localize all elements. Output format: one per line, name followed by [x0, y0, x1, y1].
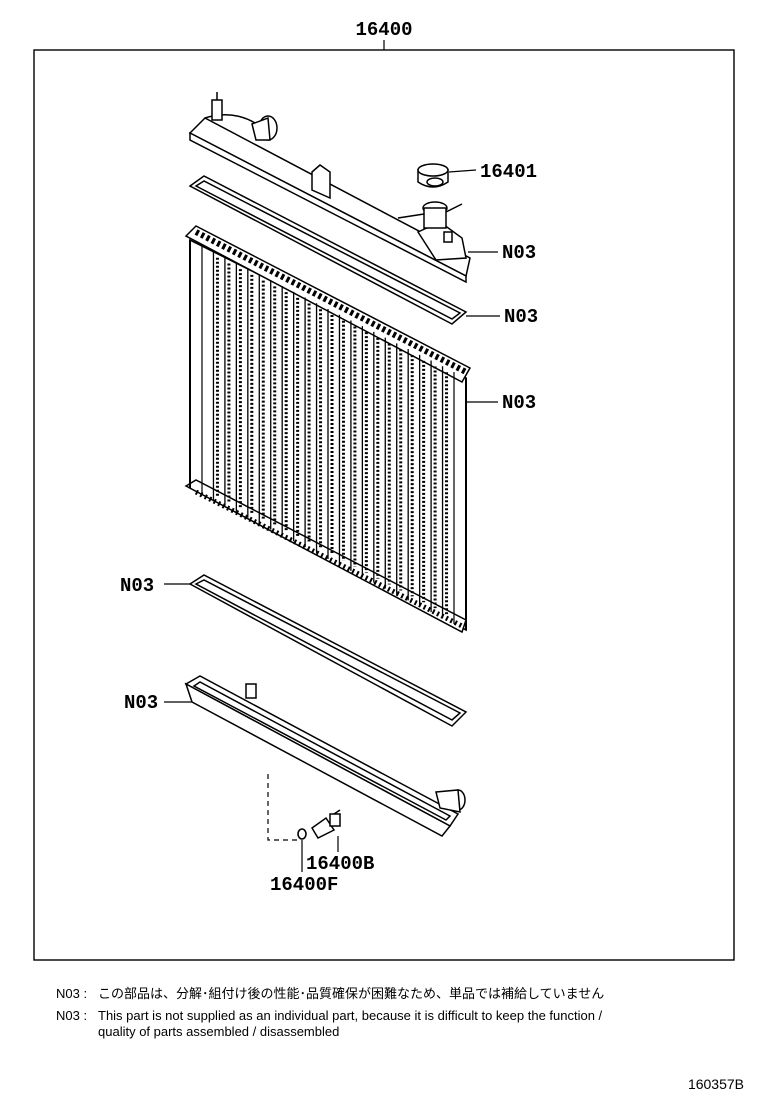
note-english: N03 : This part is not supplied as an ind… [56, 1008, 602, 1024]
core-tubes [212, 251, 449, 619]
note-code: N03 : [56, 986, 88, 1001]
callout-cap: 16401 [480, 161, 537, 183]
lower-gasket [188, 574, 468, 727]
callout-lower-tank: N03 [124, 692, 158, 714]
note-text: This part is not supplied as an individu… [98, 1008, 603, 1023]
radiator-cap [417, 163, 449, 188]
leader-cap [448, 169, 477, 173]
lower-tank [184, 675, 466, 837]
callout-upper-tank: N03 [502, 242, 536, 264]
upper-tank [188, 92, 471, 284]
note-japanese: N03 : この部品は、分解･組付け後の性能･品質確保が困難なため、単品では補給し… [56, 986, 604, 1002]
drain-location-line [267, 774, 300, 841]
diagram-id: 160357B [687, 1076, 744, 1092]
callout-upper-gasket: N03 [504, 306, 538, 328]
callout-drain-cock: 16400B [306, 853, 374, 875]
callout-lower-gasket: N03 [120, 575, 154, 597]
note-code: N03 : [56, 1008, 88, 1023]
drain-cock [311, 809, 341, 839]
note-english-continuation: quality of parts assembled / disassemble… [98, 1024, 340, 1039]
upper-gasket [188, 175, 468, 325]
callout-drain-oring: 16400F [270, 874, 338, 896]
assembly-label: 16400 [355, 19, 412, 41]
drain-oring [297, 828, 307, 840]
note-text: この部品は、分解･組付け後の性能･品質確保が困難なため、単品では補給していません [98, 986, 605, 1001]
callout-core: N03 [502, 392, 536, 414]
